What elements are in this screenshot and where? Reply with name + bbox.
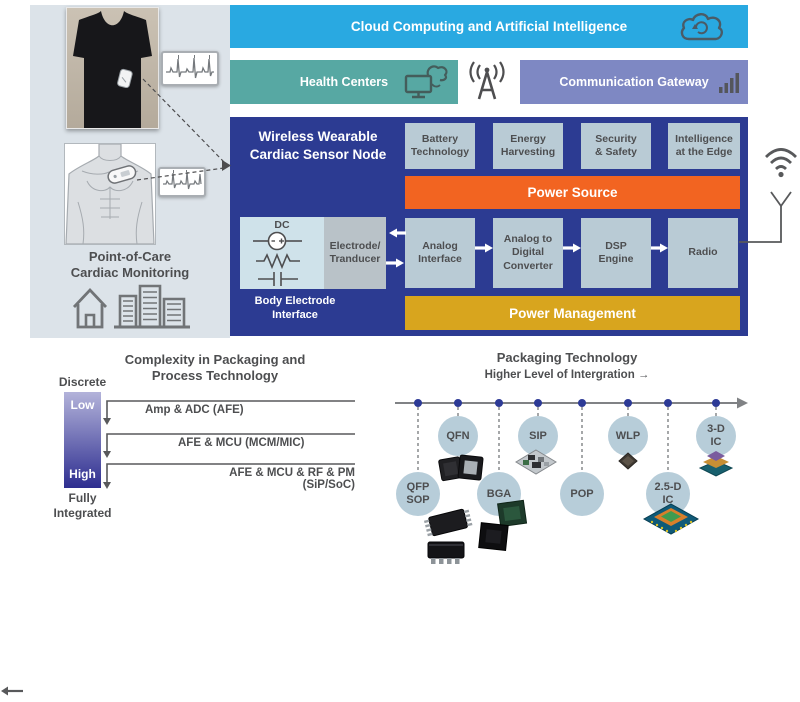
bga-package-image (478, 499, 528, 551)
ecg-trace-icon (163, 170, 202, 190)
analog-interface-box: Analog Interface (405, 218, 475, 288)
cloud-sync-icon (680, 13, 724, 41)
corner-left-arrow-icon (1, 686, 23, 696)
package-circle-qfp-sop: QFP SOP (396, 472, 440, 516)
home-icon (72, 287, 108, 329)
ecg-waveform-1 (161, 51, 219, 86)
point-of-care-caption: Point-of-Care Cardiac Monitoring (70, 249, 190, 281)
cloud-computing-bar: Cloud Computing and Artificial Intellige… (230, 5, 748, 48)
sip-package-image (515, 449, 557, 475)
dc-circuit-icon (253, 231, 302, 286)
complexity-level-2: AFE & MCU (MCM/MIC) (178, 437, 305, 449)
qfn-package-image (438, 454, 484, 482)
feature-box-security: Security & Safety (581, 123, 651, 169)
cloud-computing-label: Cloud Computing and Artificial Intellige… (350, 19, 628, 34)
buildings-icon (114, 284, 190, 329)
vest-sensor (117, 68, 133, 89)
packaging-chart-subtitle: Higher Level of Intergration → (484, 369, 650, 381)
complexity-top-label: Discrete (58, 375, 107, 389)
complexity-bottom-label: Fully Integrated (53, 491, 112, 520)
package-circle-qfn: QFN (438, 416, 478, 456)
complexity-low-label: Low (70, 398, 95, 412)
feature-box-energy: Energy Harvesting (493, 123, 563, 169)
complexity-high-label: High (69, 467, 96, 481)
body-electrode-box: DC (240, 217, 324, 289)
package-circle-wlp: WLP (608, 416, 648, 456)
power-source-bar: Power Source (405, 176, 740, 209)
power-source-label: Power Source (527, 185, 618, 200)
complexity-level-1: Amp & ADC (AFE) (145, 404, 244, 416)
dc-label: DC (274, 219, 290, 231)
torso-illustration (64, 143, 156, 245)
adc-box: Analog to Digital Converter (493, 218, 563, 288)
radio-box: Radio (668, 218, 738, 288)
feature-box-intelligence: Intelligence at the Edge (668, 123, 740, 169)
complexity-gradient-bar: Low High (64, 392, 101, 488)
health-centers-box: Health Centers (230, 60, 458, 104)
power-management-bar: Power Management (405, 296, 740, 330)
sensor-node-title: Wireless Wearable Cardiac Sensor Node (249, 129, 387, 162)
complexity-level-3: AFE & MCU & RF & PM (SiP/SoC) (229, 467, 355, 491)
package-circle-3d-ic: 3-D IC (696, 416, 736, 456)
monitor-cloud-icon (404, 65, 448, 99)
electrode-transducer-box: Electrode/ Tranducer (324, 217, 386, 289)
body-electrode-label: Body Electrode Interface (254, 295, 336, 321)
complexity-chart-title: Complexity in Packaging and Process Tech… (124, 352, 306, 384)
communication-gateway-label: Communication Gateway (559, 75, 709, 89)
packaging-chart-title: Packaging Technology (496, 350, 638, 365)
broadcast-antenna-icon (469, 61, 505, 100)
wlp-package-image (618, 452, 638, 470)
health-centers-label: Health Centers (299, 75, 389, 89)
vest-photo (66, 7, 159, 129)
feature-box-battery: Battery Technology (405, 123, 475, 169)
ecg-trace-icon (166, 55, 214, 79)
packaging-axis (395, 397, 748, 472)
25d-ic-package-image (642, 503, 700, 535)
dsp-engine-box: DSP Engine (581, 218, 651, 288)
package-circle-sip: SIP (518, 416, 558, 456)
ecg-waveform-2 (158, 167, 206, 197)
signal-bars-icon (719, 73, 739, 93)
complexity-step-lines (103, 400, 355, 489)
package-circle-pop: POP (560, 472, 604, 516)
power-management-label: Power Management (509, 305, 636, 321)
qfp-sop-package-image (423, 508, 473, 564)
wifi-antenna-icon (739, 148, 797, 243)
communication-gateway-box: Communication Gateway (520, 60, 748, 104)
torso-sensor-patch (107, 165, 137, 184)
vest-image (73, 11, 152, 128)
torso-image (65, 144, 155, 244)
3d-ic-package-image (698, 451, 734, 477)
